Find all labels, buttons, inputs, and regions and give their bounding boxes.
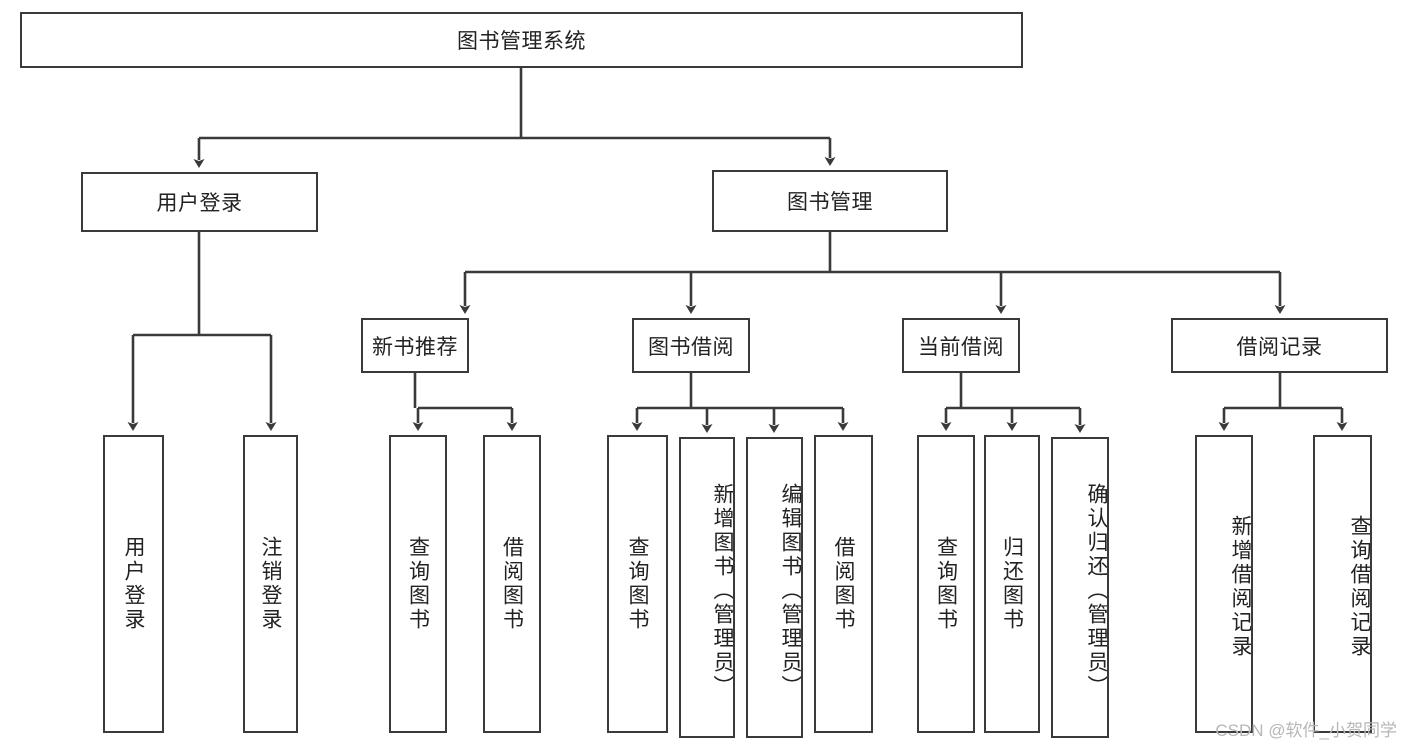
leaf-node[interactable]: 借阅图书 [814, 435, 873, 733]
node-book-management[interactable]: 图书管理 [712, 170, 948, 232]
node-borrowing-record[interactable]: 借阅记录 [1171, 318, 1388, 373]
leaf-node[interactable]: 编辑图书（管理员） [746, 437, 803, 738]
leaf-node[interactable]: 确认归还（管理员） [1051, 437, 1109, 738]
leaf-node[interactable]: 查询图书 [607, 435, 668, 733]
leaf-node[interactable]: 查询借阅记录 [1313, 435, 1372, 733]
leaf-node[interactable]: 新增图书（管理员） [679, 437, 735, 738]
leaf-node[interactable]: 注销登录 [243, 435, 298, 733]
watermark-text: CSDN @软件_小贺同学 [1215, 721, 1397, 740]
leaf-node[interactable]: 查询图书 [389, 435, 447, 733]
node-current-borrowing[interactable]: 当前借阅 [902, 318, 1020, 373]
leaf-node[interactable]: 借阅图书 [483, 435, 541, 733]
node-root-book-management-system[interactable]: 图书管理系统 [20, 12, 1023, 68]
leaf-node[interactable]: 查询图书 [917, 435, 975, 733]
leaf-node[interactable]: 用户登录 [103, 435, 164, 733]
leaf-node[interactable]: 新增借阅记录 [1195, 435, 1253, 733]
node-book-borrowing[interactable]: 图书借阅 [632, 318, 750, 373]
node-user-login[interactable]: 用户登录 [81, 172, 318, 232]
node-new-book-recommendation[interactable]: 新书推荐 [361, 318, 469, 373]
leaf-node[interactable]: 归还图书 [984, 435, 1040, 733]
